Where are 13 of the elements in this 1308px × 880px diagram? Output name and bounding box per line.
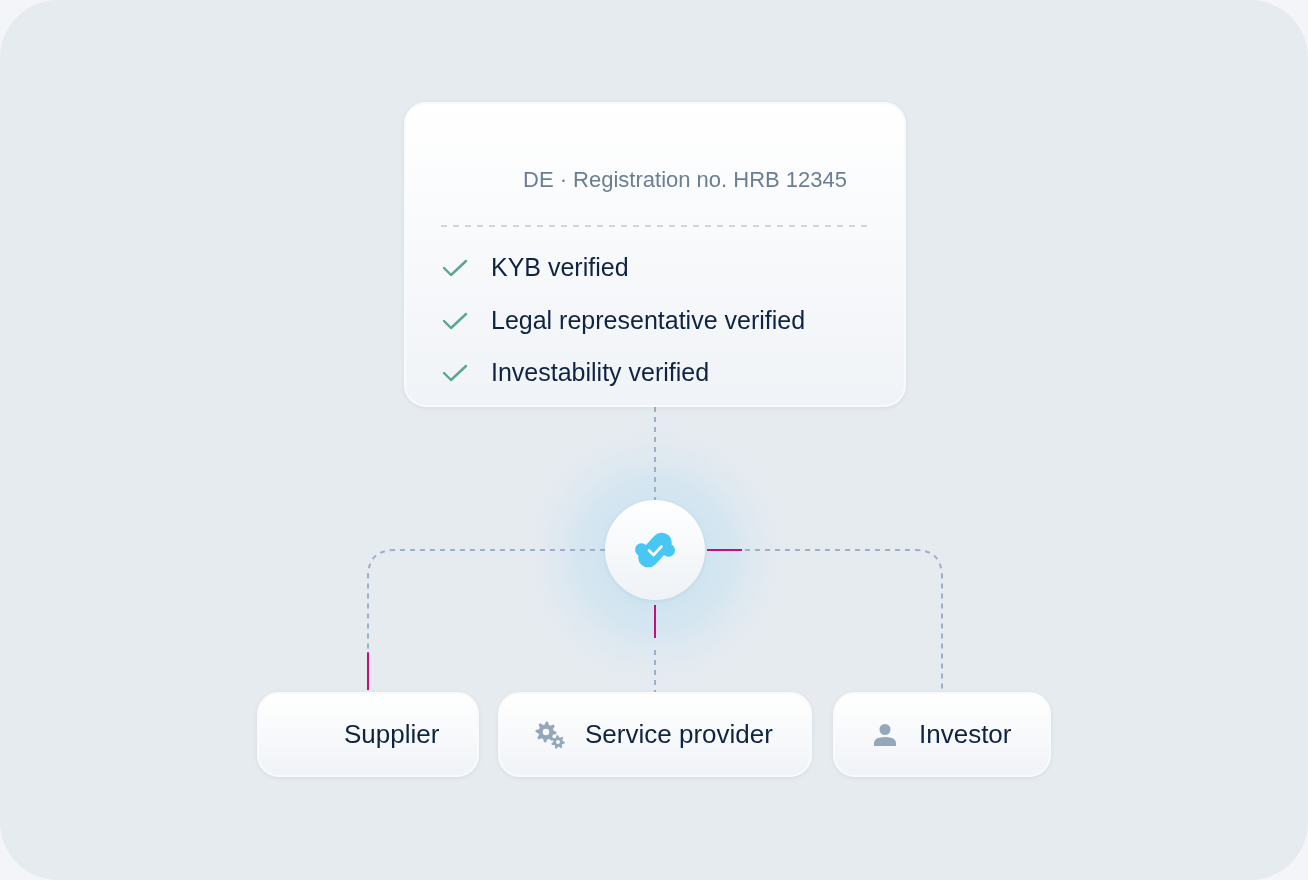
role-card xyxy=(498,692,812,777)
verification-item: KYB verified xyxy=(491,252,629,282)
role-label: Investor xyxy=(919,719,1012,751)
role-label: Service provider xyxy=(585,719,773,751)
dashed-connector xyxy=(367,549,606,693)
registration-text: DE · Registration no. HRB 12345 xyxy=(523,167,848,194)
company-card xyxy=(404,102,906,407)
role-label: Supplier xyxy=(344,719,440,751)
role-card xyxy=(833,692,1051,777)
verification-item: Legal representative verified xyxy=(491,304,806,335)
verification-item: Investability verified xyxy=(491,357,710,387)
dashed-connector xyxy=(654,406,656,501)
role-card xyxy=(257,692,479,777)
